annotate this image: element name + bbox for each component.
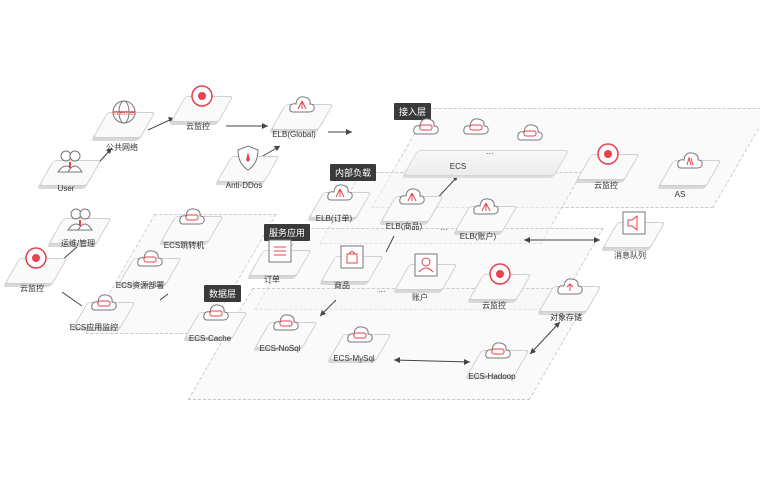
cloud-monitor-service-label: 云监控: [482, 301, 506, 310]
obs-node: [538, 278, 602, 326]
ecs-nosql-label: ECS-NoSql: [259, 344, 301, 353]
ecs-cloud-icon: [179, 208, 205, 225]
ecs-monitor-node: [72, 294, 136, 342]
ecs-node-3: [500, 124, 558, 172]
as-cloud-icon: [677, 152, 703, 169]
as-label: AS: [674, 190, 686, 199]
users-icon: [57, 150, 83, 173]
ecs-cloud-icon: [413, 118, 439, 135]
elb-account-node: [454, 198, 518, 246]
ecs-cloud-icon: [485, 342, 511, 359]
ecs-deploy-node: [118, 250, 182, 298]
ecs-cloud-icon: [517, 124, 543, 141]
order-list-icon: [268, 239, 292, 263]
cloud-monitor-left-node: [4, 247, 68, 298]
account-user-icon: [414, 253, 438, 277]
globe-icon: [112, 100, 136, 124]
ecs-cloud-icon: [137, 250, 163, 267]
public-network-label: 公共网络: [106, 143, 138, 152]
ecs-cloud-icon: [203, 304, 229, 321]
elb-order-label: ELB(订单): [315, 214, 353, 223]
upload-cloud-icon: [557, 278, 583, 295]
ecs-deploy-label: ECS资源部署: [115, 281, 165, 290]
elb-cloud-icon: [289, 96, 315, 113]
speaker-icon: [622, 211, 646, 235]
order-node: [248, 239, 312, 290]
access-layer-tag: 接入层: [394, 103, 432, 120]
ecs-mysql-label: ECS-MySql: [333, 354, 375, 363]
cloud-monitor-access-label: 云监控: [594, 181, 618, 190]
user-node: [38, 150, 102, 200]
goods-bag-icon: [340, 245, 364, 269]
elb-order-node: [308, 184, 372, 232]
elb-global-node: [270, 96, 334, 144]
service-ellipsis: ...: [378, 284, 386, 294]
ecs-node-1: [396, 118, 454, 166]
cloud-monitor-top-label: 云监控: [186, 122, 210, 131]
ecs-cloud-icon: [463, 118, 489, 135]
ecs-jump-node: [160, 208, 224, 256]
account-node: [394, 253, 458, 304]
order-label: 订单: [264, 275, 280, 284]
anti-ddos-node: [216, 145, 280, 196]
elb-goods-node: [380, 188, 444, 236]
monitor-icon: [597, 143, 619, 165]
goods-label: 商品: [334, 281, 350, 290]
elb-goods-label: ELB(商品): [385, 222, 423, 231]
ecs-jump-label: ECS跳转机: [163, 241, 205, 250]
monitor-icon: [489, 263, 511, 285]
ecs-cache-node: [184, 304, 248, 352]
ecs-hadoop-label: ECS-Hadoop: [468, 372, 516, 381]
mq-label: 消息队列: [614, 251, 646, 260]
cloud-monitor-top-node: [170, 85, 234, 136]
cloud-monitor-service-node: [468, 263, 532, 314]
obs-label: 对象存储: [550, 313, 582, 322]
ecs-cache-label: ECS-Cache: [188, 334, 232, 343]
ecs-label: ECS: [449, 162, 467, 171]
mq-node: [602, 211, 666, 262]
shield-icon: [237, 145, 259, 171]
elb-cloud-icon: [327, 184, 353, 201]
monitor-icon: [191, 85, 213, 107]
ecs-cloud-icon: [347, 326, 373, 343]
ecs-cloud-icon: [273, 314, 299, 331]
elb-cloud-icon: [473, 198, 499, 215]
elb-account-label: ELB(账户): [459, 232, 497, 241]
as-node: [658, 152, 722, 200]
internet-word: Internet: [112, 110, 136, 117]
data-layer-tag: 数据层: [204, 285, 242, 302]
cloud-monitor-access-node: [576, 143, 640, 194]
lb-layer-tag: 内部负载: [330, 164, 377, 181]
cloud-monitor-left-label: 云监控: [20, 284, 44, 293]
user-label: User: [57, 184, 75, 193]
ecs-cloud-icon: [91, 294, 117, 311]
ecs-hadoop-node: [466, 342, 530, 390]
elb-global-label: ELB(Global): [272, 130, 316, 139]
ecs-node-2: [446, 118, 504, 166]
users-icon: [67, 208, 93, 231]
ops-node: [48, 208, 112, 258]
ecs-monitor-label: ECS应用监控: [69, 323, 119, 332]
elb-cloud-icon: [399, 188, 425, 205]
monitor-icon: [25, 247, 47, 269]
goods-node: [320, 245, 384, 296]
anti-ddos-label: Anti-DDos: [225, 181, 263, 190]
ecs-mysql-node: [328, 326, 392, 374]
account-label: 账户: [412, 293, 428, 302]
elb-ellipsis: ...: [440, 222, 448, 232]
service-layer-tag: 服务应用: [264, 224, 311, 241]
ecs-ellipsis: ...: [486, 146, 494, 156]
public-network-node: Internet: [92, 100, 156, 152]
ecs-nosql-node: [254, 314, 318, 362]
ops-label: 运维/管理: [60, 239, 96, 248]
